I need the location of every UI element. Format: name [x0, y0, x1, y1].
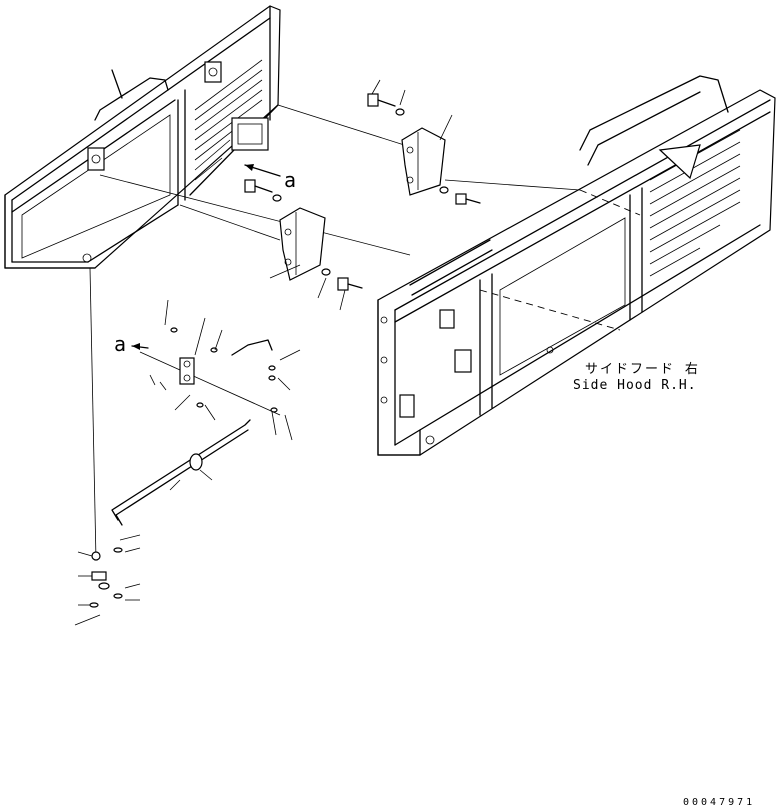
bottom-stay-hardware: [74, 534, 141, 626]
reference-label-a-left: a: [114, 332, 127, 356]
part-label-english: Side Hood R.H.: [573, 378, 697, 393]
ref-arrows: [131, 164, 281, 350]
louver-grid: [194, 59, 263, 181]
upper-hinge-bracket: [367, 79, 481, 205]
right-hood-frame: [377, 75, 776, 456]
assembly-lines: [89, 104, 641, 561]
left-hood-panel: [4, 5, 281, 269]
stay-rod-assembly: [111, 299, 301, 526]
louver-grid-right: [649, 129, 741, 277]
part-label-japanese: サイドフード 右: [585, 362, 700, 377]
drawing-number: 00047971: [683, 797, 756, 808]
lower-hinge-bracket: [244, 179, 363, 311]
reference-label-a-top: a: [284, 168, 297, 192]
